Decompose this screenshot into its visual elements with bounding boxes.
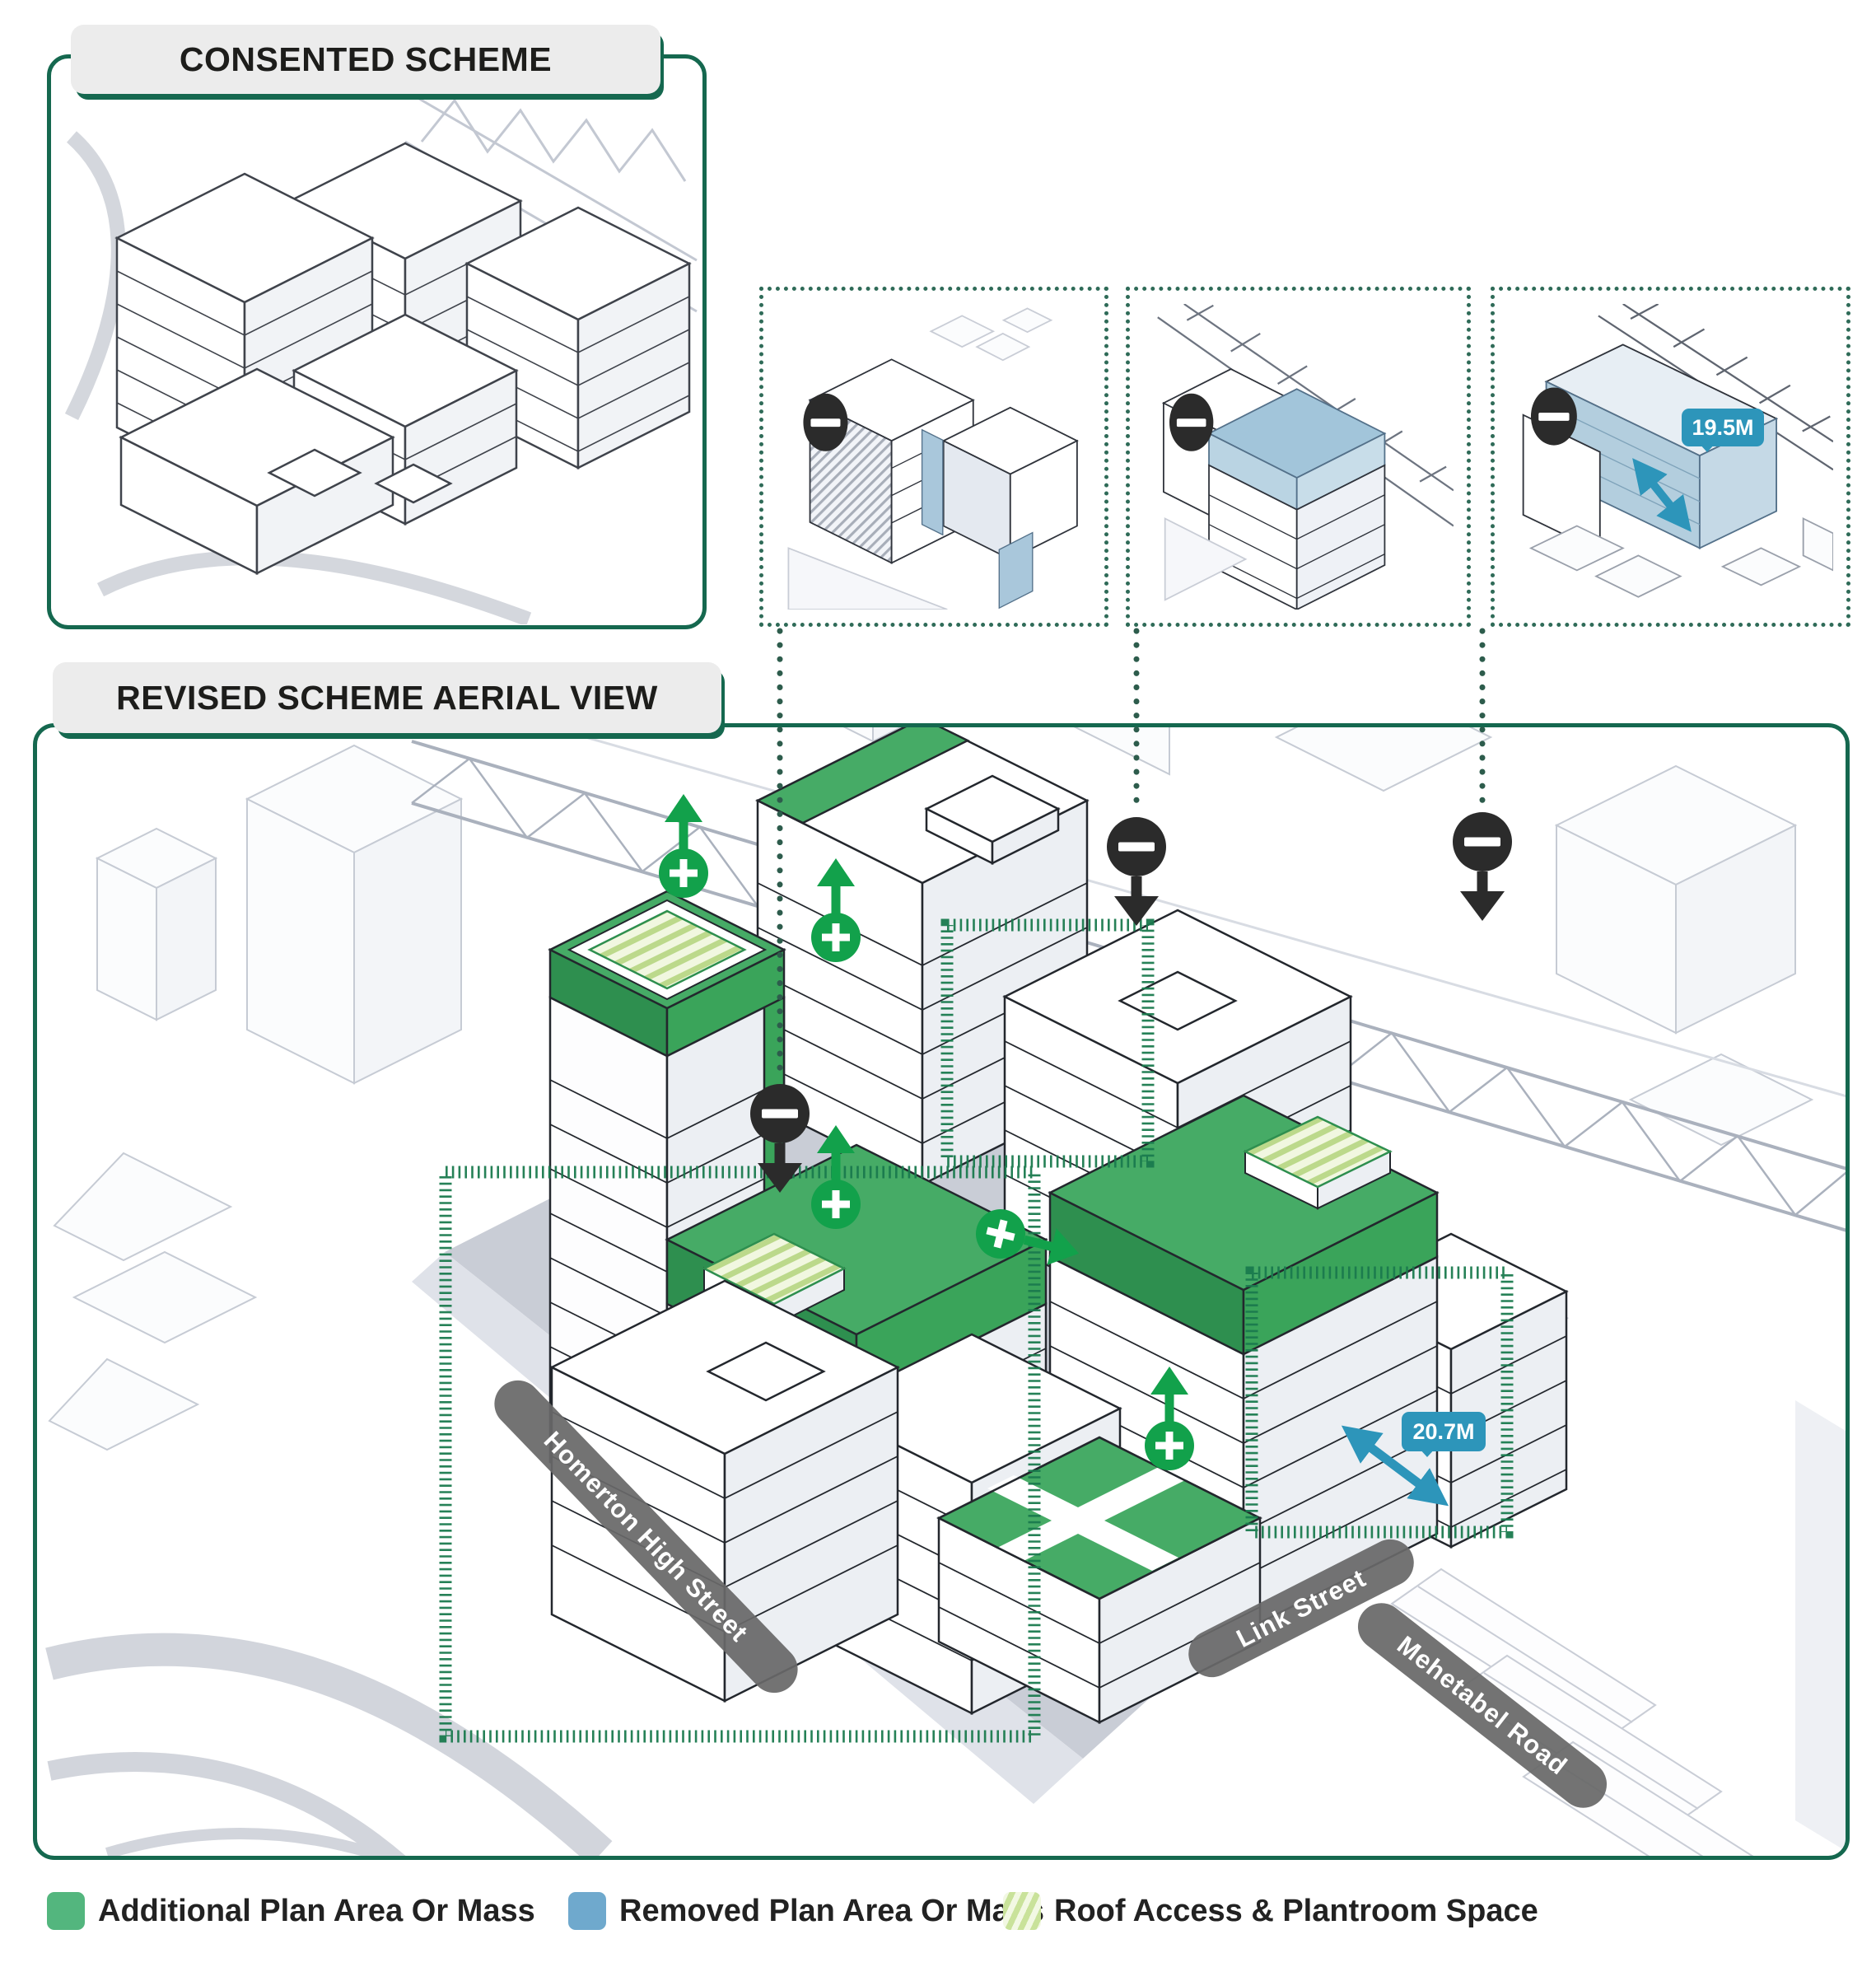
detail-1-art — [787, 307, 1079, 610]
legend-label: Roof Access & Plantroom Space — [1054, 1893, 1538, 1928]
added-mass-swatch-icon — [47, 1892, 85, 1930]
detail-3-art — [1522, 303, 1834, 598]
measurement-value: 20.7M — [1412, 1418, 1475, 1444]
legend-item-additional: Additional Plan Area Or Mass — [47, 1891, 535, 1931]
measurement-callout-20-7m: 20.7M — [1402, 1412, 1486, 1457]
consented-scheme-tab: CONSENTED SCHEME — [71, 25, 660, 94]
roof-access-swatch-icon — [1003, 1892, 1041, 1930]
minus-pin-icon — [803, 393, 848, 451]
background-houses — [929, 307, 1053, 362]
detail-2-art — [1157, 303, 1454, 611]
removed-mass-blue-1b — [998, 531, 1034, 610]
removed-mass-detail-2 — [1126, 287, 1471, 627]
removed-mass-detail-3 — [1491, 287, 1850, 627]
revised-scheme-tab: REVISED SCHEME AERIAL VIEW — [53, 662, 721, 733]
minus-pin-icon — [1169, 393, 1214, 451]
legend-item-roof-access: Roof Access & Plantroom Space — [1003, 1891, 1538, 1931]
removed-mass-detail-1 — [759, 287, 1108, 627]
detail-3-buildings — [1522, 343, 1834, 598]
minus-pin-icon — [1530, 387, 1577, 446]
consented-buildings — [114, 142, 692, 576]
legend-label: Removed Plan Area Or Mass — [619, 1893, 1045, 1928]
measurement-callout-19-5m: 19.5M — [1682, 409, 1764, 452]
panel-title: REVISED SCHEME AERIAL VIEW — [116, 678, 658, 717]
legend-label: Additional Plan Area Or Mass — [98, 1893, 535, 1928]
consented-scheme-illustration — [64, 89, 698, 624]
legend-item-removed: Removed Plan Area Or Mass — [568, 1891, 1044, 1931]
removed-mass-swatch-icon — [568, 1892, 606, 1930]
revised-scheme-panel — [33, 723, 1850, 1860]
panel-title: CONSENTED SCHEME — [179, 40, 553, 78]
detail-1-buildings — [787, 358, 1079, 610]
measurement-value: 19.5M — [1692, 414, 1754, 440]
removed-mass-blue-1a — [921, 428, 944, 536]
